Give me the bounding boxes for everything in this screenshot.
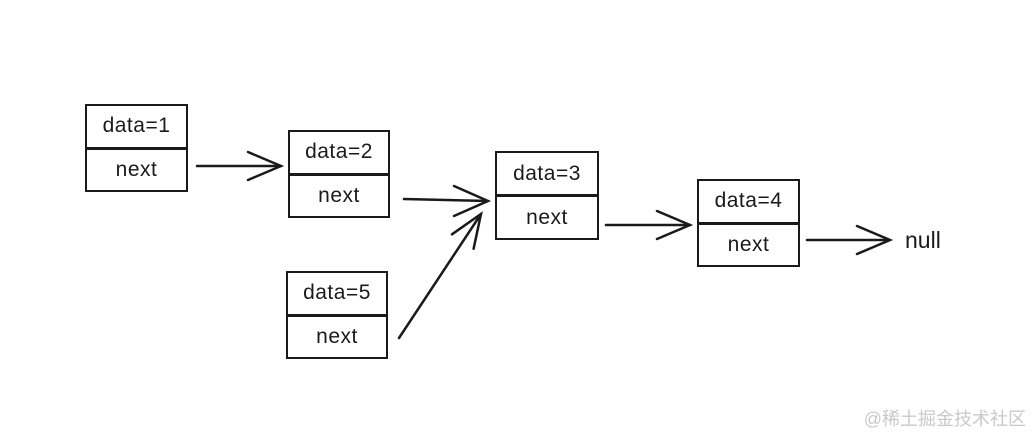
arrow-node4-to-null (805, 224, 894, 256)
arrow-node2-to-node3 (402, 184, 492, 218)
watermark: @稀土掘金技术社区 (863, 409, 1026, 429)
node-1-data-cell: data=1 (102, 114, 171, 138)
list-node-4: data=4 next (697, 179, 800, 267)
node-2-next-cell: next (290, 172, 388, 217)
arrow-node1-to-node2 (195, 150, 285, 182)
node-1-next-cell: next (87, 146, 186, 191)
list-node-5: data=5 next (286, 271, 388, 359)
node-2-data-cell: data=2 (305, 140, 373, 164)
node-5-data-cell: data=5 (303, 281, 371, 305)
node-5-next-cell: next (288, 313, 386, 358)
node-3-data-cell: data=3 (513, 161, 581, 185)
list-node-3: data=3 next (495, 151, 599, 240)
node-3-next-cell: next (497, 194, 597, 238)
node-4-data-cell: data=4 (714, 189, 783, 213)
list-node-1: data=1 next (85, 104, 188, 192)
list-node-2: data=2 next (288, 130, 390, 218)
arrow-node5-to-node3 (397, 211, 483, 340)
null-label: null (905, 227, 941, 253)
arrow-node3-to-node4 (604, 209, 694, 241)
node-4-next-cell: next (699, 221, 798, 266)
